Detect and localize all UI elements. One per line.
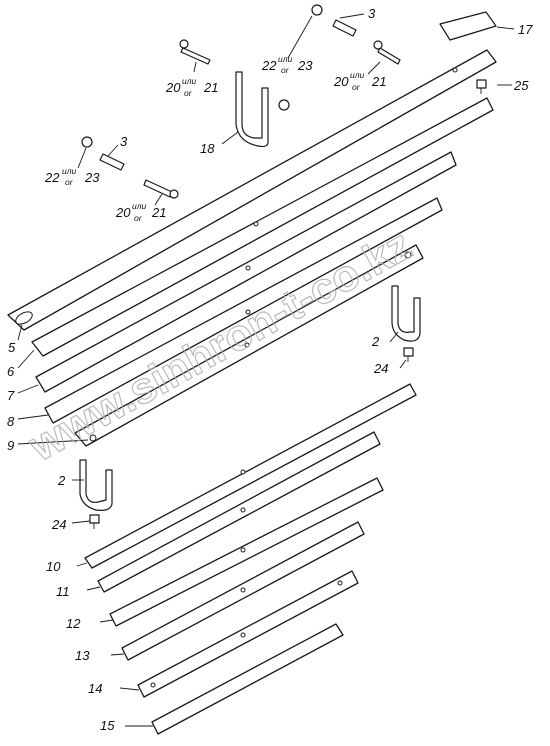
svg-text:20: 20 bbox=[115, 205, 131, 220]
leaf-6 bbox=[31, 97, 494, 357]
nut-22-mid bbox=[278, 99, 290, 111]
u-clamp-18 bbox=[235, 71, 269, 148]
callout-3-left: 3 bbox=[120, 134, 128, 149]
leaf-14 bbox=[137, 570, 359, 698]
callout-3-top: 3 bbox=[368, 6, 376, 21]
callout-2-right: 2 bbox=[371, 334, 380, 349]
nut-22-left bbox=[81, 136, 93, 148]
callout-10: 10 bbox=[46, 559, 61, 574]
bolt-20-top-left bbox=[179, 39, 211, 65]
nut-22-top bbox=[311, 4, 323, 16]
leaf-7 bbox=[35, 151, 457, 393]
svg-text:или: или bbox=[132, 201, 147, 211]
svg-text:или: или bbox=[182, 76, 197, 86]
callout-13: 13 bbox=[75, 648, 90, 663]
svg-text:или: или bbox=[350, 70, 365, 80]
svg-text:or: or bbox=[134, 213, 143, 223]
svg-text:or: or bbox=[352, 82, 361, 92]
callout-22-or-23-left: 22 или or 23 bbox=[44, 166, 100, 187]
bolt-20-left bbox=[143, 179, 179, 199]
callout-8: 8 bbox=[7, 414, 15, 429]
leaf-10 bbox=[84, 383, 417, 569]
bolt-20-top-right bbox=[373, 40, 401, 65]
leaf-15 bbox=[151, 623, 344, 735]
clamp-2-right bbox=[391, 285, 421, 342]
svg-text:20: 20 bbox=[333, 74, 349, 89]
callout-15: 15 bbox=[100, 718, 115, 733]
callout-12: 12 bbox=[66, 616, 81, 631]
svg-text:21: 21 bbox=[203, 80, 218, 95]
bolt-25 bbox=[476, 79, 487, 94]
callout-25: 25 bbox=[513, 78, 529, 93]
svg-text:или: или bbox=[278, 54, 293, 64]
svg-text:22: 22 bbox=[261, 58, 277, 73]
svg-text:or: or bbox=[65, 177, 74, 187]
svg-text:22: 22 bbox=[44, 170, 60, 185]
leaf-5 bbox=[7, 49, 497, 331]
callout-20-or-21-top-right: 20 или or 21 bbox=[333, 70, 386, 92]
callout-24-right: 24 bbox=[373, 361, 388, 376]
svg-text:20: 20 bbox=[165, 80, 181, 95]
callout-18: 18 bbox=[200, 141, 215, 156]
callout-2-left: 2 bbox=[57, 473, 66, 488]
svg-text:23: 23 bbox=[297, 58, 313, 73]
bolt-24-left bbox=[89, 514, 100, 529]
plate-17 bbox=[439, 11, 497, 41]
svg-text:или: или bbox=[62, 166, 77, 176]
callout-24-left: 24 bbox=[51, 517, 66, 532]
svg-text:21: 21 bbox=[151, 205, 166, 220]
leaf-13 bbox=[121, 521, 365, 661]
leaf-8 bbox=[44, 197, 443, 424]
callout-6: 6 bbox=[7, 364, 15, 379]
callout-20-or-21-top-left: 20 или or 21 bbox=[165, 76, 218, 98]
leaf-12 bbox=[109, 477, 384, 627]
clamp-2-left bbox=[79, 459, 113, 511]
svg-text:or: or bbox=[184, 88, 193, 98]
callout-17: 17 bbox=[518, 22, 533, 37]
pin-3-top bbox=[332, 19, 357, 37]
svg-text:or: or bbox=[281, 65, 290, 75]
callout-11: 11 bbox=[56, 584, 70, 599]
svg-text:21: 21 bbox=[371, 74, 386, 89]
callout-5: 5 bbox=[8, 340, 16, 355]
callout-14: 14 bbox=[88, 681, 102, 696]
svg-text:23: 23 bbox=[84, 170, 100, 185]
leaf-11 bbox=[97, 431, 381, 593]
callout-20-or-21-left: 20 или or 21 bbox=[115, 201, 166, 223]
leaf-9 bbox=[74, 244, 424, 447]
callout-9: 9 bbox=[7, 438, 14, 453]
callout-22-or-23-top: 22 или or 23 bbox=[261, 54, 313, 75]
bolt-24-right bbox=[403, 347, 414, 362]
pin-3-left bbox=[99, 153, 125, 171]
callout-7: 7 bbox=[7, 388, 15, 403]
